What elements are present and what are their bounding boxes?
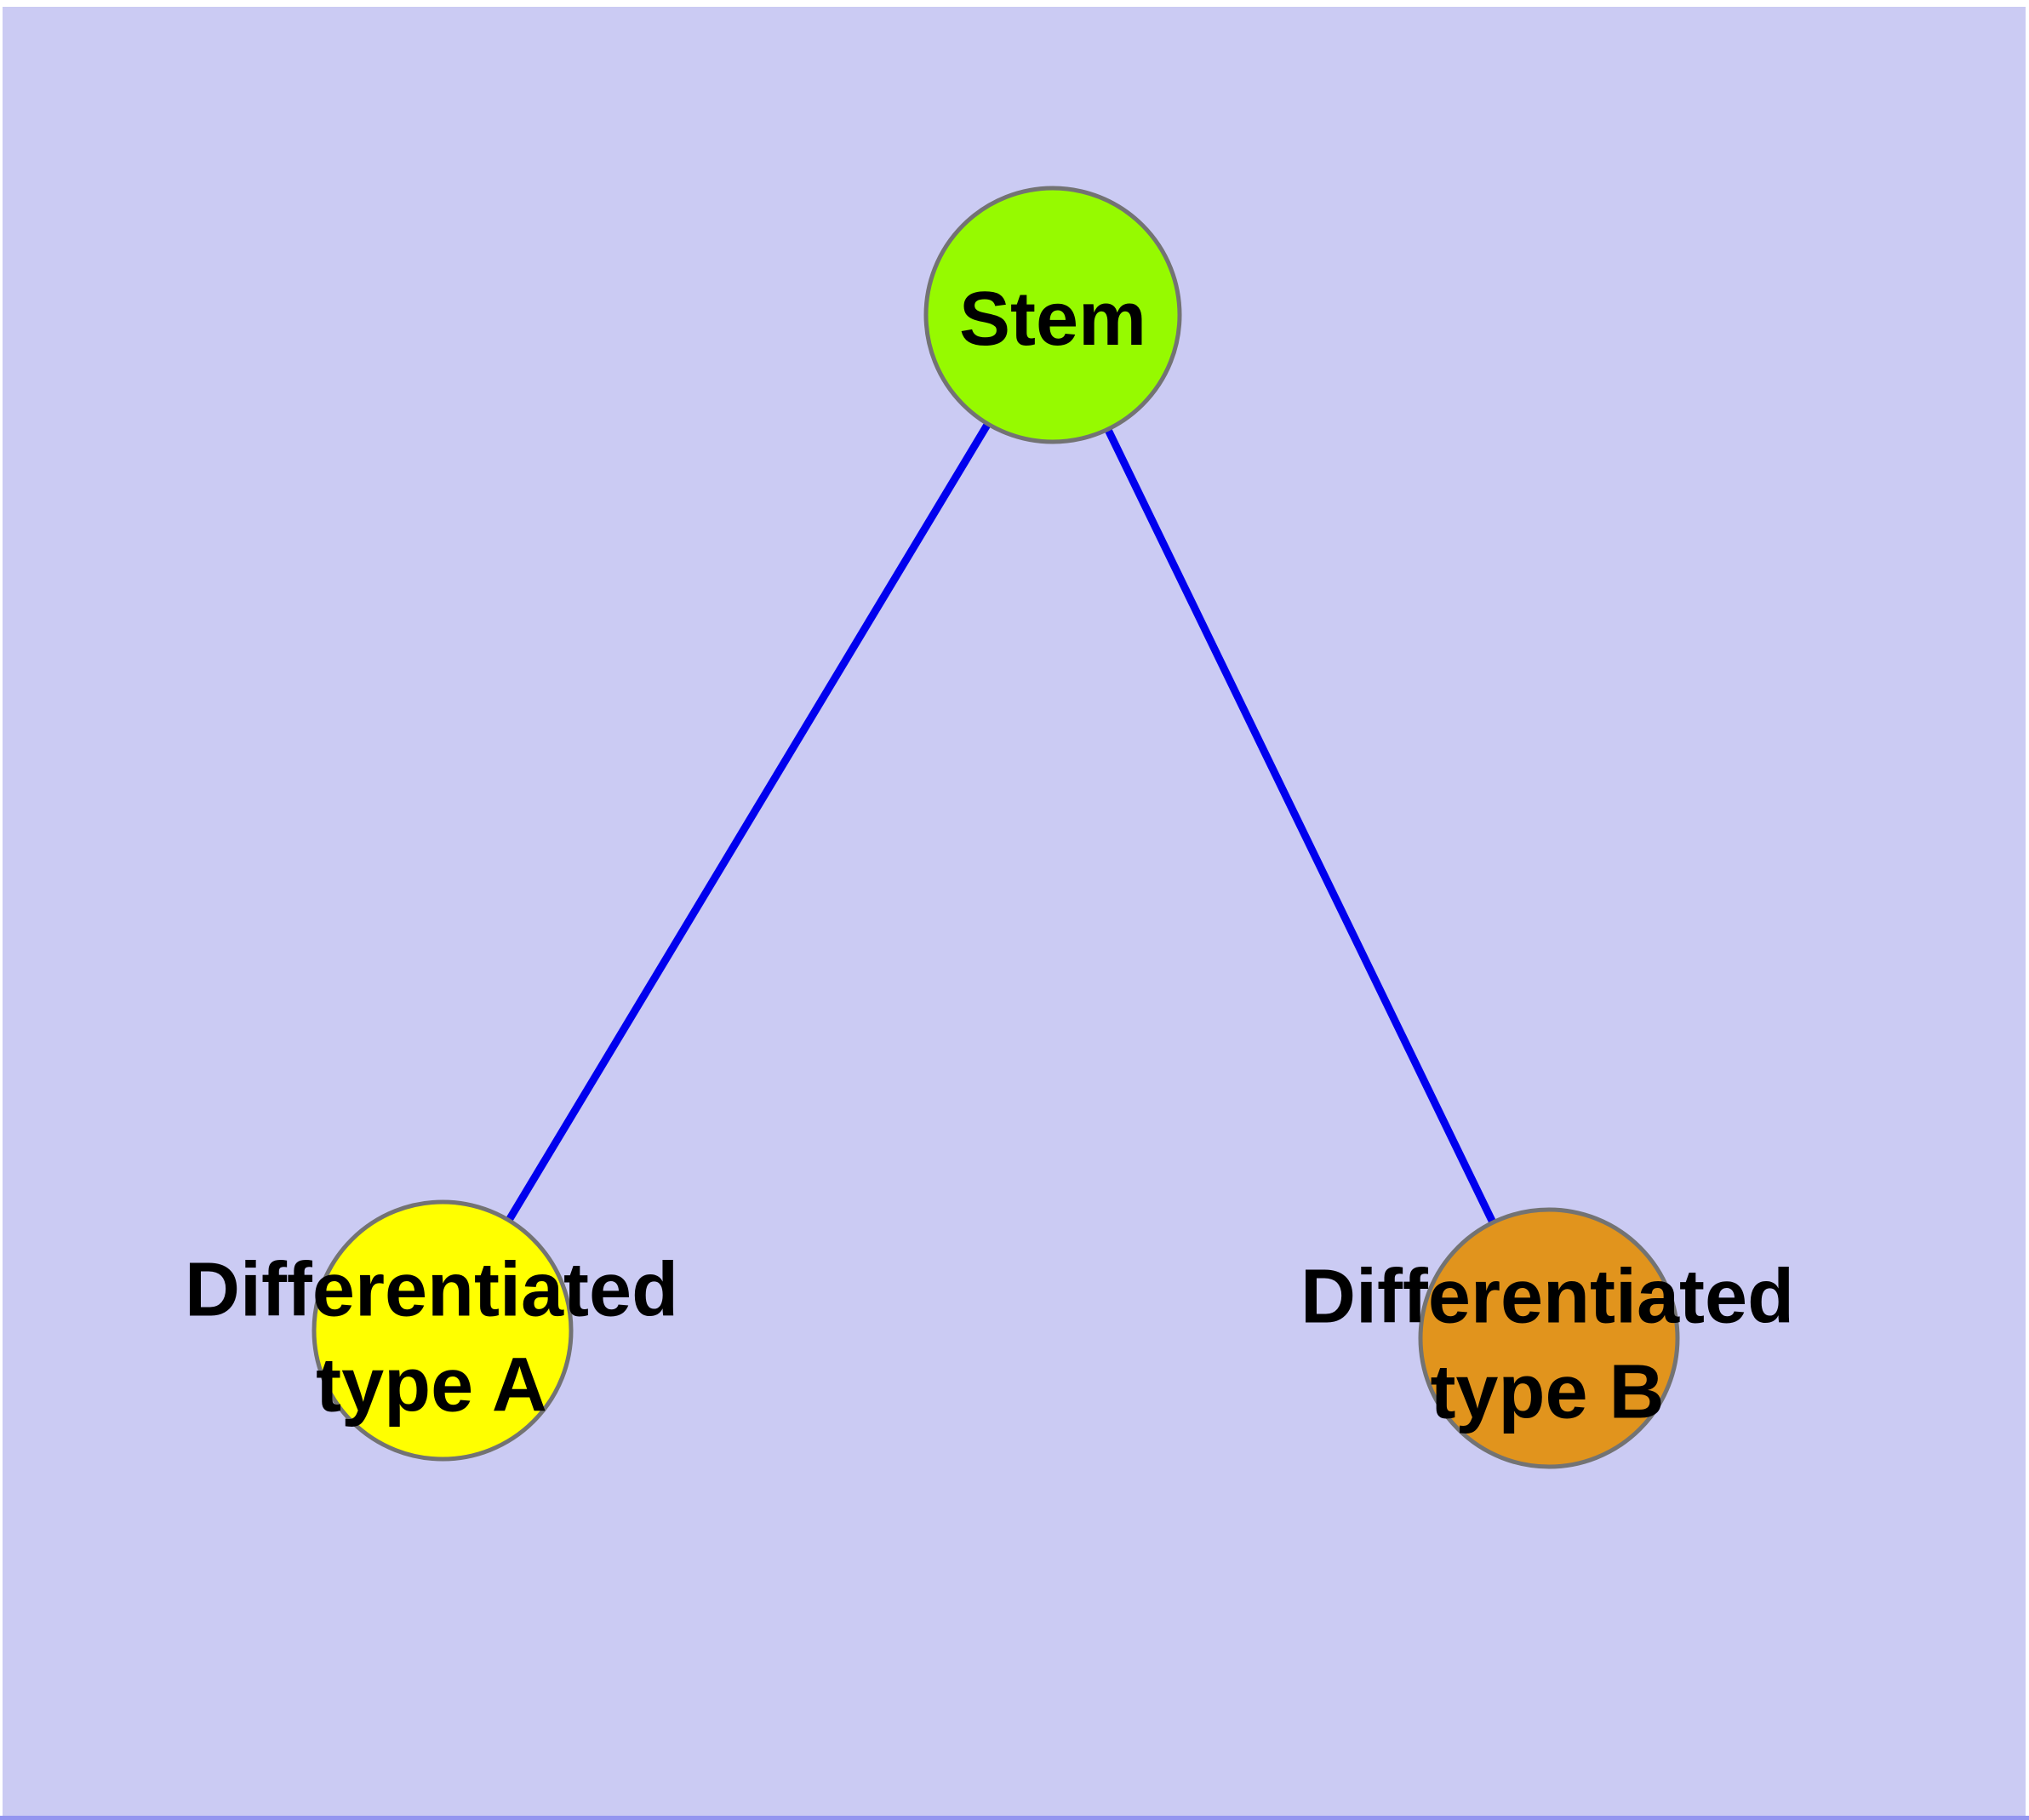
node-type-a-circle	[311, 1199, 574, 1462]
edge-stem-to-type-a	[439, 313, 1056, 1333]
window-bottom-edge	[0, 1816, 2029, 1820]
node-type-b-circle	[1418, 1207, 1680, 1469]
edge-stem-to-type-b	[1049, 314, 1553, 1340]
node-stem-circle	[923, 186, 1182, 444]
